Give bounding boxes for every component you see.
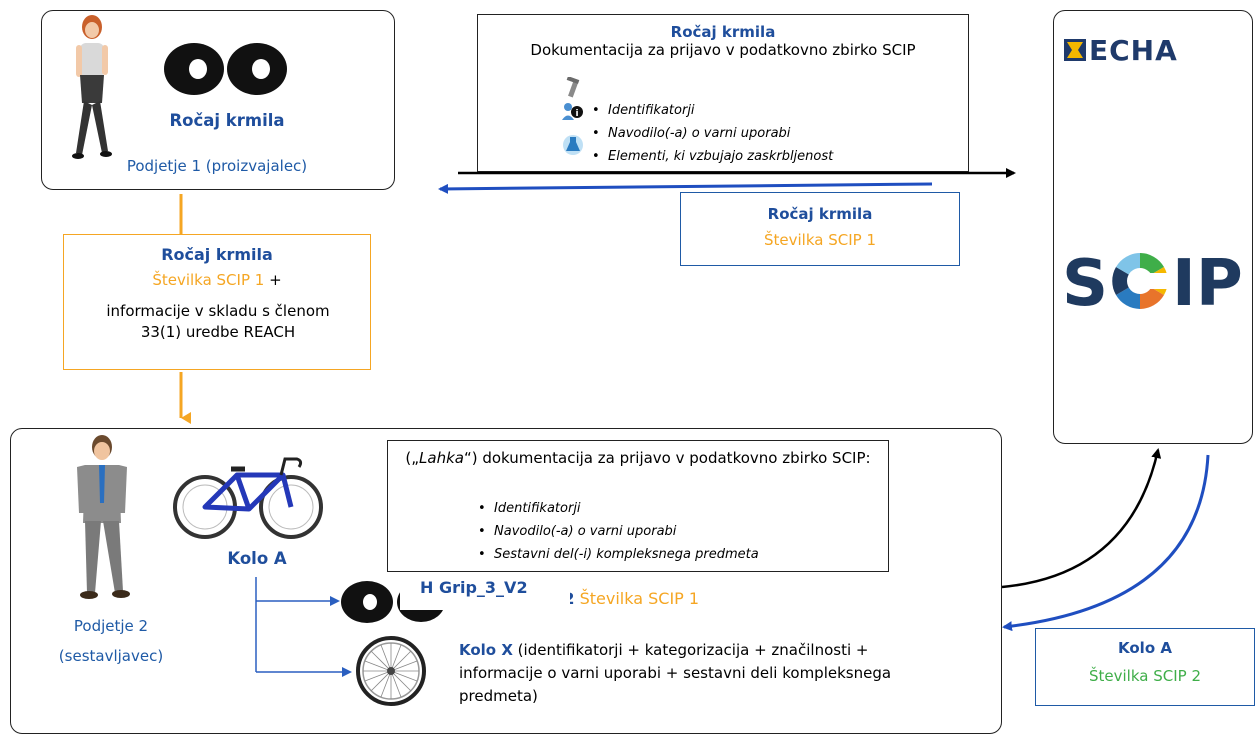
wheel-component-desc: (identifikatorji + kategorizacija + znač… xyxy=(459,641,892,705)
bolt-icon xyxy=(566,77,580,98)
person-info-icon: i xyxy=(562,103,583,120)
wheel-icon xyxy=(356,636,426,706)
submission-arrow-2 xyxy=(1001,448,1162,589)
svg-text:S: S xyxy=(1062,247,1108,321)
company2-name-line1: Podjetje 2 xyxy=(73,617,149,635)
response-arrow-2 xyxy=(1002,454,1210,632)
supply-plus: + xyxy=(264,271,282,289)
dossier1-item: Navodilo(-a) o varni uporabi xyxy=(590,122,833,145)
dossier1-subtitle: Dokumentacija za prijavo v podatkovno zb… xyxy=(530,41,916,59)
dossier1-box: Ročaj krmila Dokumentacija za prijavo v … xyxy=(477,14,969,172)
man-figure-icon xyxy=(77,435,130,599)
supply-text: informacije v skladu s členom 33(1) ured… xyxy=(106,302,330,341)
response2-scip-number: Številka SCIP 2 xyxy=(1088,667,1201,685)
response1-scip-number: Številka SCIP 1 xyxy=(763,231,876,249)
dossier1-title: Ročaj krmila xyxy=(670,23,776,41)
company1-box: Ročaj krmila Podjetje 1 (proizvajalec) xyxy=(41,10,395,190)
dossier1-item: Elementi, ki vzbujajo zaskrbljenost xyxy=(590,145,833,168)
response1-title: Ročaj krmila xyxy=(767,205,873,223)
dossier2-rest: “) dokumentacija za prijavo v podatkovno… xyxy=(463,449,871,467)
dossier1-list: Identifikatorji Navodilo(-a) o varni upo… xyxy=(590,99,833,168)
response2-title: Kolo A xyxy=(1118,639,1172,657)
dossier2-item: Sestavni del(-i) kompleksnega predmeta xyxy=(476,543,759,566)
echa-logo-text: ECHA xyxy=(1089,34,1178,67)
grip-scip-number: Številka SCIP 1 xyxy=(579,589,700,608)
scip-logo: S IP xyxy=(1062,247,1243,321)
company1-product-label: Ročaj krmila xyxy=(169,111,285,130)
bicycle-icon xyxy=(173,457,323,539)
grip-tooltip-text: H Grip_3_V2 xyxy=(420,578,528,597)
echa-box: ECHA S IP xyxy=(1053,10,1253,444)
dossier1-item: Identifikatorji xyxy=(590,99,833,122)
chemistry-flask-icon xyxy=(563,135,583,155)
wheel-component-name: Kolo X xyxy=(459,641,513,659)
supply-number-line: Številka SCIP 1 + xyxy=(64,271,370,289)
wheel-component-text: Kolo X (identifikatorji + kategorizacija… xyxy=(459,639,909,708)
supply-info-box: Ročaj krmila Številka SCIP 1 + informaci… xyxy=(63,234,371,370)
echa-logo-mark-icon xyxy=(1064,39,1086,61)
dossier2-light: Lahka xyxy=(419,449,464,467)
svg-text:i: i xyxy=(575,109,578,119)
dossier2-item: Navodilo(-a) o varni uporabi xyxy=(476,520,759,543)
grip-name-tooltip: H Grip_3_V2 xyxy=(400,570,570,610)
dossier2-open-quote: („ xyxy=(405,449,420,467)
company2-product-label: Kolo A xyxy=(227,549,287,568)
company2-name-line2: (sestavljavec) xyxy=(58,647,164,665)
supply-scip-number: Številka SCIP 1 xyxy=(152,271,265,289)
dossier2-item: Identifikatorji xyxy=(476,497,759,520)
woman-figure-icon xyxy=(72,15,112,159)
company1-name: Podjetje 1 (proizvajalec) xyxy=(126,157,308,175)
dossier2-title: („Lahka“) dokumentacija za prijavo v pod… xyxy=(400,449,876,468)
dossier2-list: Identifikatorji Navodilo(-a) o varni upo… xyxy=(476,497,759,566)
response-arrow-1 xyxy=(438,182,933,194)
supply-title: Ročaj krmila xyxy=(161,245,273,264)
response1-box: Ročaj krmila Številka SCIP 1 xyxy=(680,192,960,266)
svg-text:IP: IP xyxy=(1172,247,1243,321)
dossier2-box: („Lahka“) dokumentacija za prijavo v pod… xyxy=(387,440,889,572)
handlebar-grip-icon xyxy=(164,43,287,95)
